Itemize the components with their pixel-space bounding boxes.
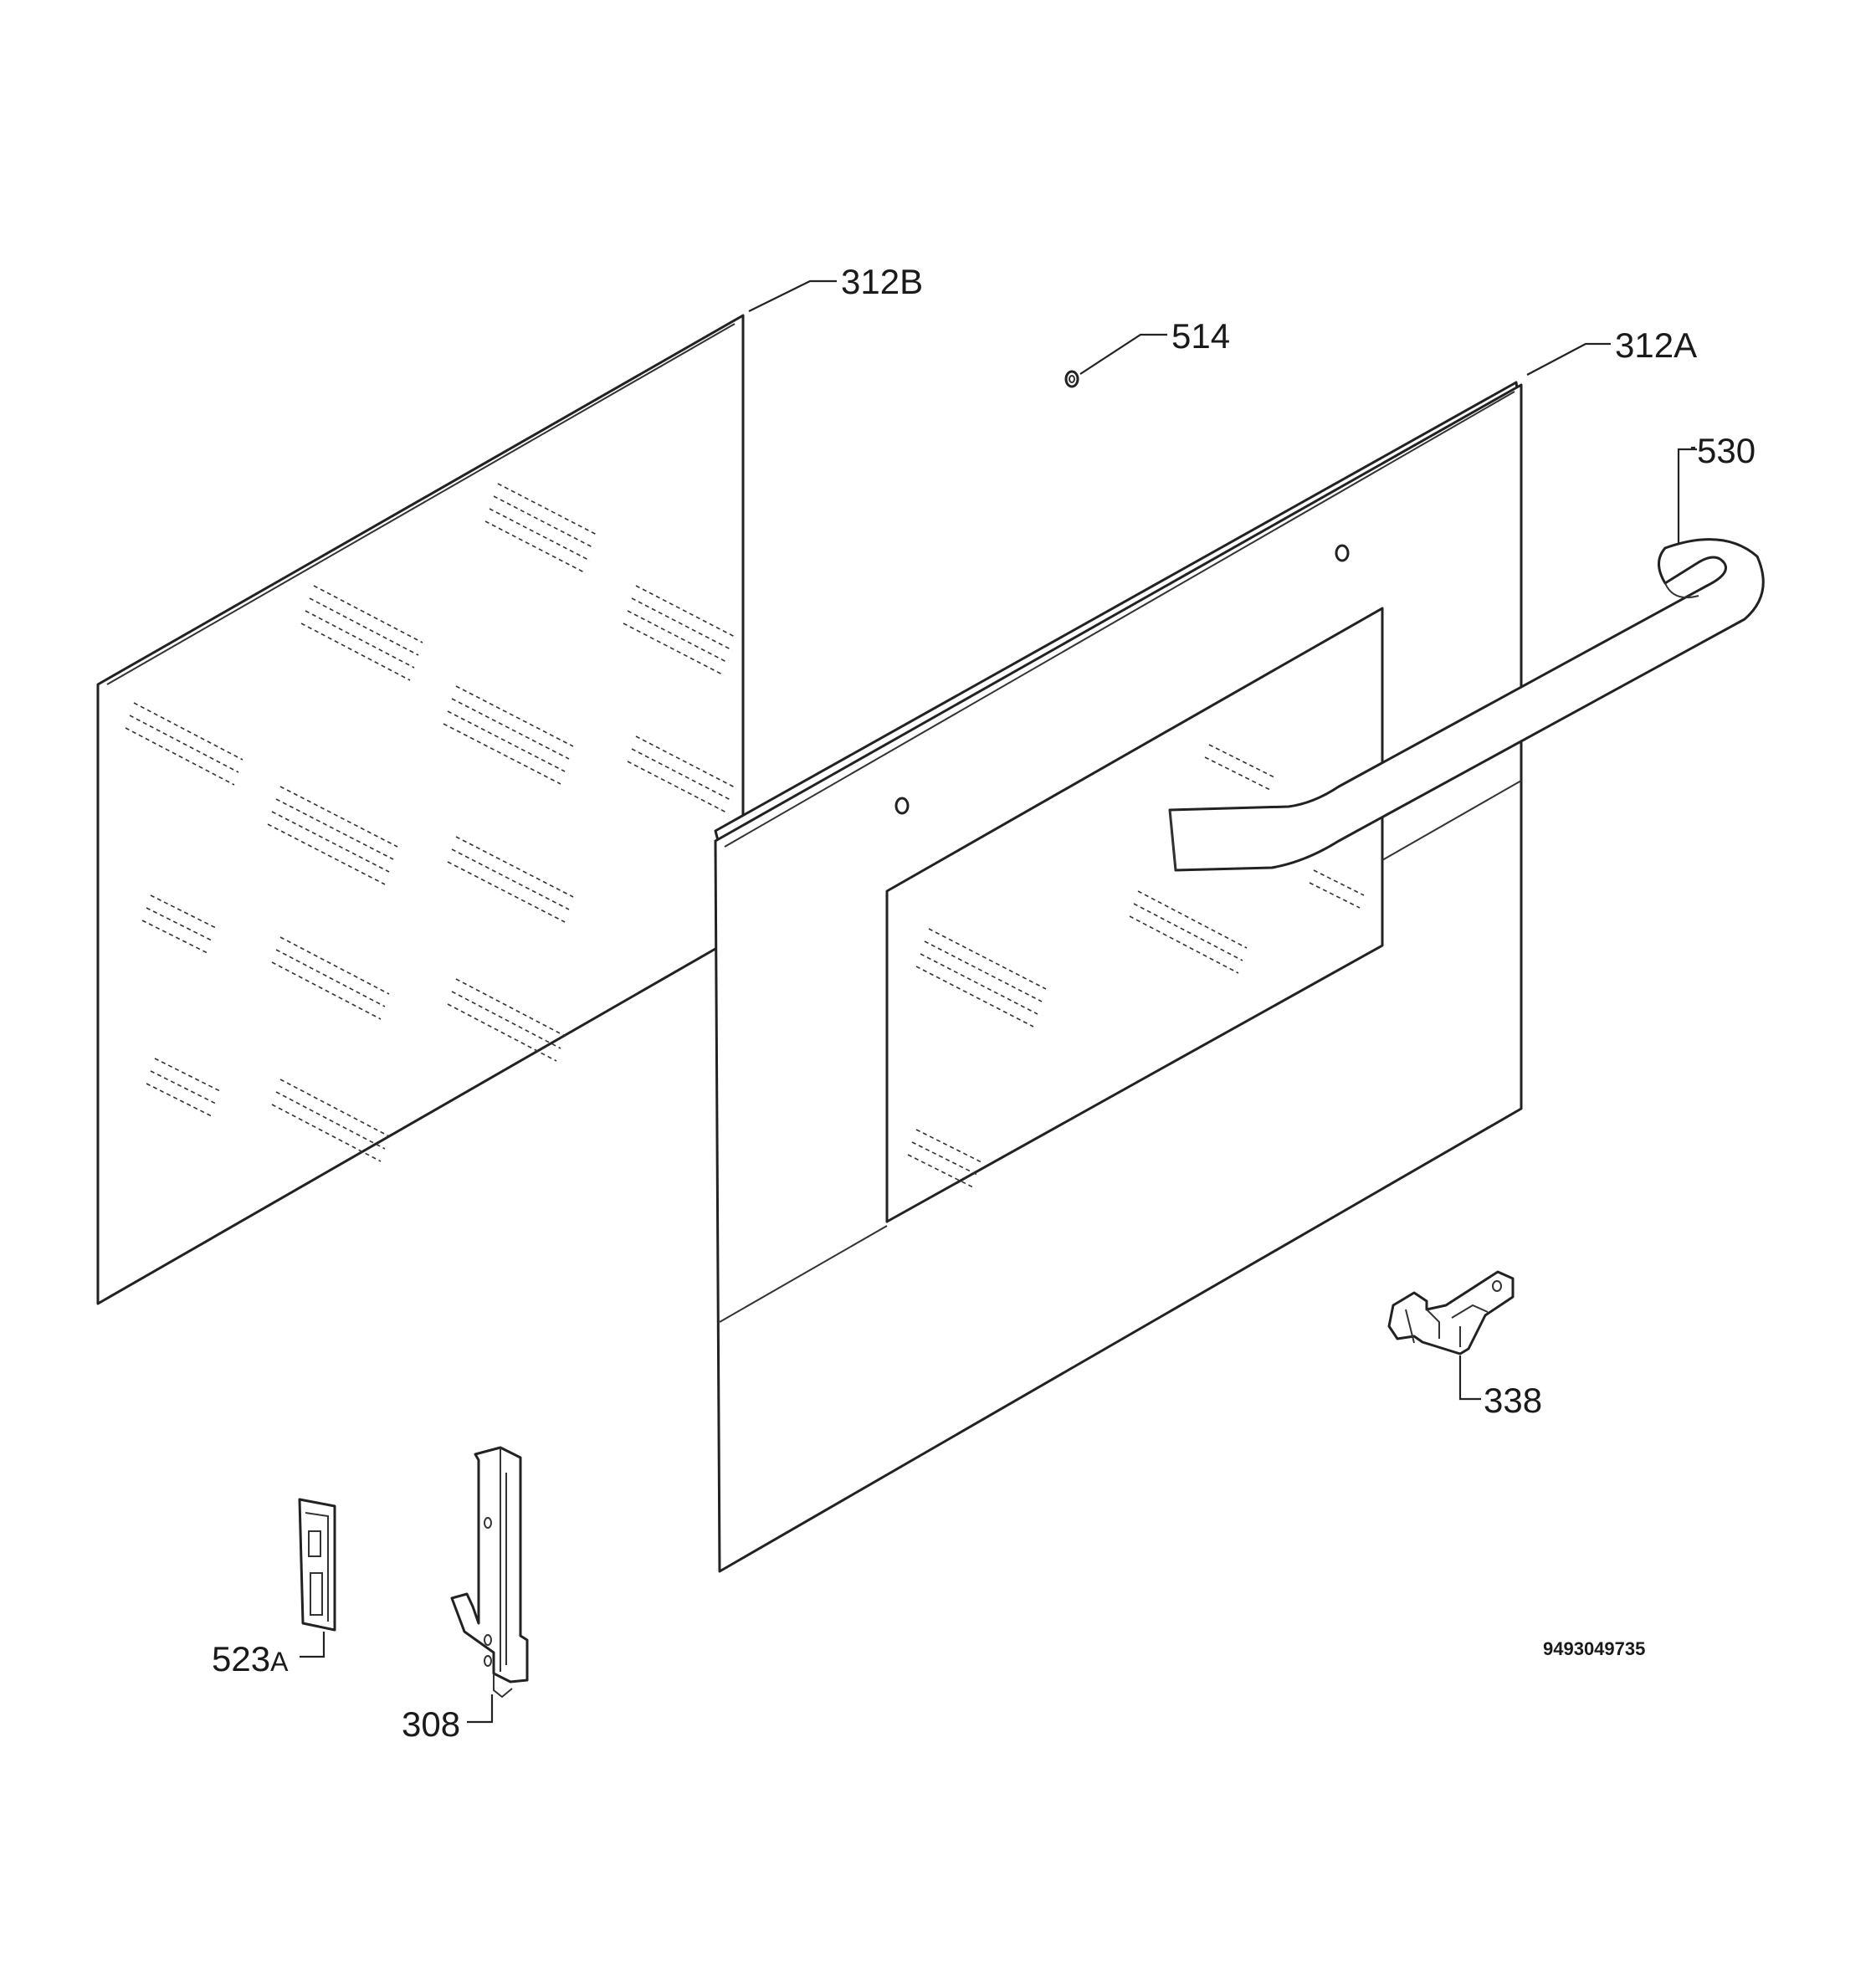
label-530: 530 — [1697, 431, 1756, 470]
label-308: 308 — [402, 1704, 460, 1744]
callout-338: 338 — [1458, 1355, 1542, 1420]
inner-glass-panel-312b[interactable] — [96, 314, 745, 1305]
hinge-cover-338[interactable] — [1387, 1270, 1515, 1355]
callout-523a: 523A — [212, 1632, 325, 1678]
screw-514[interactable] — [1064, 370, 1079, 388]
label-514: 514 — [1171, 316, 1230, 356]
label-523a: 523A — [212, 1639, 289, 1678]
callout-514: 514 — [1079, 316, 1230, 375]
glass-pattern-312a — [907, 744, 1365, 1189]
callout-312b: 312B — [748, 262, 923, 312]
outer-door-panel-312a[interactable] — [714, 381, 1523, 1573]
label-338: 338 — [1484, 1381, 1542, 1420]
label-312a: 312A — [1615, 325, 1697, 365]
glass-pattern-312b — [125, 483, 737, 1162]
door-handle-530[interactable] — [1168, 538, 1765, 872]
callout-530: 530 — [1677, 431, 1756, 544]
callout-308: 308 — [402, 1694, 494, 1744]
label-312b: 312B — [841, 262, 923, 301]
door-screw-hole-right — [1335, 544, 1350, 562]
drawing-number: 9493049735 — [1543, 1638, 1645, 1659]
callout-312a: 312A — [1526, 325, 1697, 376]
door-hinge-308[interactable] — [450, 1446, 529, 1699]
door-screw-hole-left — [894, 797, 910, 815]
bracket-523a[interactable] — [298, 1498, 336, 1632]
